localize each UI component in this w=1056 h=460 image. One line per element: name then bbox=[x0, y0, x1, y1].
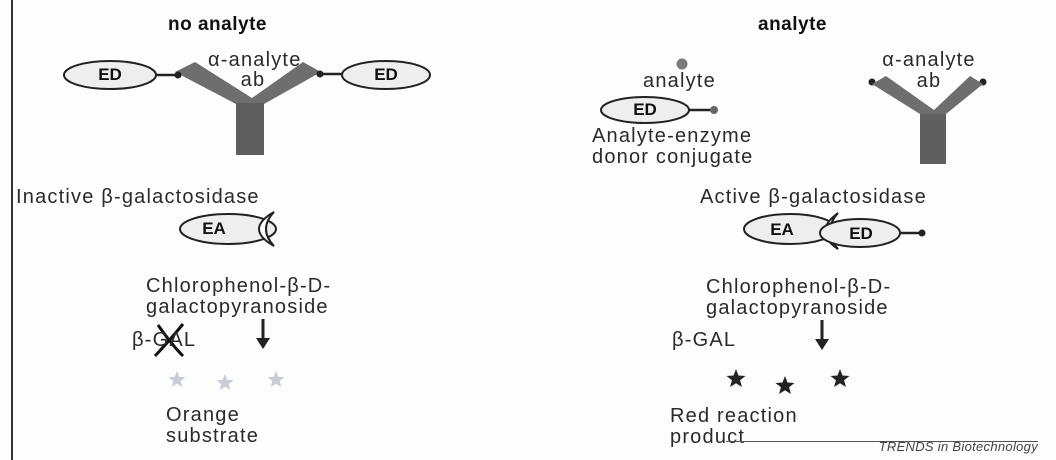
left-product-line1: Orange bbox=[166, 404, 240, 426]
left-antibody bbox=[175, 62, 321, 155]
conjugate-line2: donor conjugate bbox=[592, 146, 754, 168]
frame-left-border bbox=[11, 0, 13, 460]
left-ea-complex bbox=[179, 211, 277, 247]
right-antibody-label-ab: ab bbox=[916, 70, 942, 92]
left-substrate-line2: galactopyranoside bbox=[146, 296, 329, 318]
analyte-label: analyte bbox=[643, 70, 716, 92]
right-enzyme-label: β-GAL bbox=[672, 329, 737, 351]
right-product-line1: Red reaction bbox=[670, 405, 798, 427]
left-antibody-label-ab: ab bbox=[240, 69, 266, 91]
left-ed-tag-2 bbox=[316, 60, 431, 90]
left-arrow bbox=[256, 319, 270, 349]
left-enzyme-state: Inactive β-galactosidase bbox=[16, 186, 260, 208]
right-substrate-line2: galactopyranoside bbox=[706, 297, 889, 319]
left-cross-mark bbox=[153, 323, 185, 358]
right-ed-label: ED bbox=[849, 224, 873, 243]
left-ed-tag-1 bbox=[63, 60, 182, 90]
left-antibody-label: α-analyte bbox=[208, 49, 302, 71]
right-conjugate-ed-label: ED bbox=[633, 100, 657, 119]
right-red-stars bbox=[726, 369, 850, 394]
right-antibody bbox=[868, 76, 987, 164]
left-faded-stars bbox=[168, 371, 285, 390]
right-enzyme-state: Active β-galactosidase bbox=[700, 186, 927, 208]
left-enzyme-label: β-GAL bbox=[132, 329, 197, 351]
right-arrow bbox=[815, 320, 829, 350]
journal-credit: TRENDS in Biotechnology bbox=[878, 439, 1038, 454]
right-conjugate bbox=[600, 96, 718, 124]
left-substrate-line1: Chlorophenol-β-D- bbox=[146, 275, 332, 297]
analyte-dot bbox=[676, 58, 688, 70]
right-ea-label: EA bbox=[770, 220, 794, 239]
right-active-complex bbox=[743, 212, 926, 250]
left-ea-label: EA bbox=[202, 219, 226, 238]
conjugate-line1: Analyte-enzyme bbox=[592, 125, 753, 147]
right-header: analyte bbox=[758, 14, 827, 35]
right-substrate-line1: Chlorophenol-β-D- bbox=[706, 276, 892, 298]
right-product-line2: product bbox=[670, 426, 746, 448]
left-ed-label-2: ED bbox=[374, 65, 398, 84]
left-header: no analyte bbox=[168, 14, 267, 35]
left-ed-label-1: ED bbox=[98, 65, 122, 84]
right-antibody-label: α-analyte bbox=[882, 49, 976, 71]
left-product-line2: substrate bbox=[166, 425, 260, 447]
footer-rule bbox=[726, 441, 1038, 442]
